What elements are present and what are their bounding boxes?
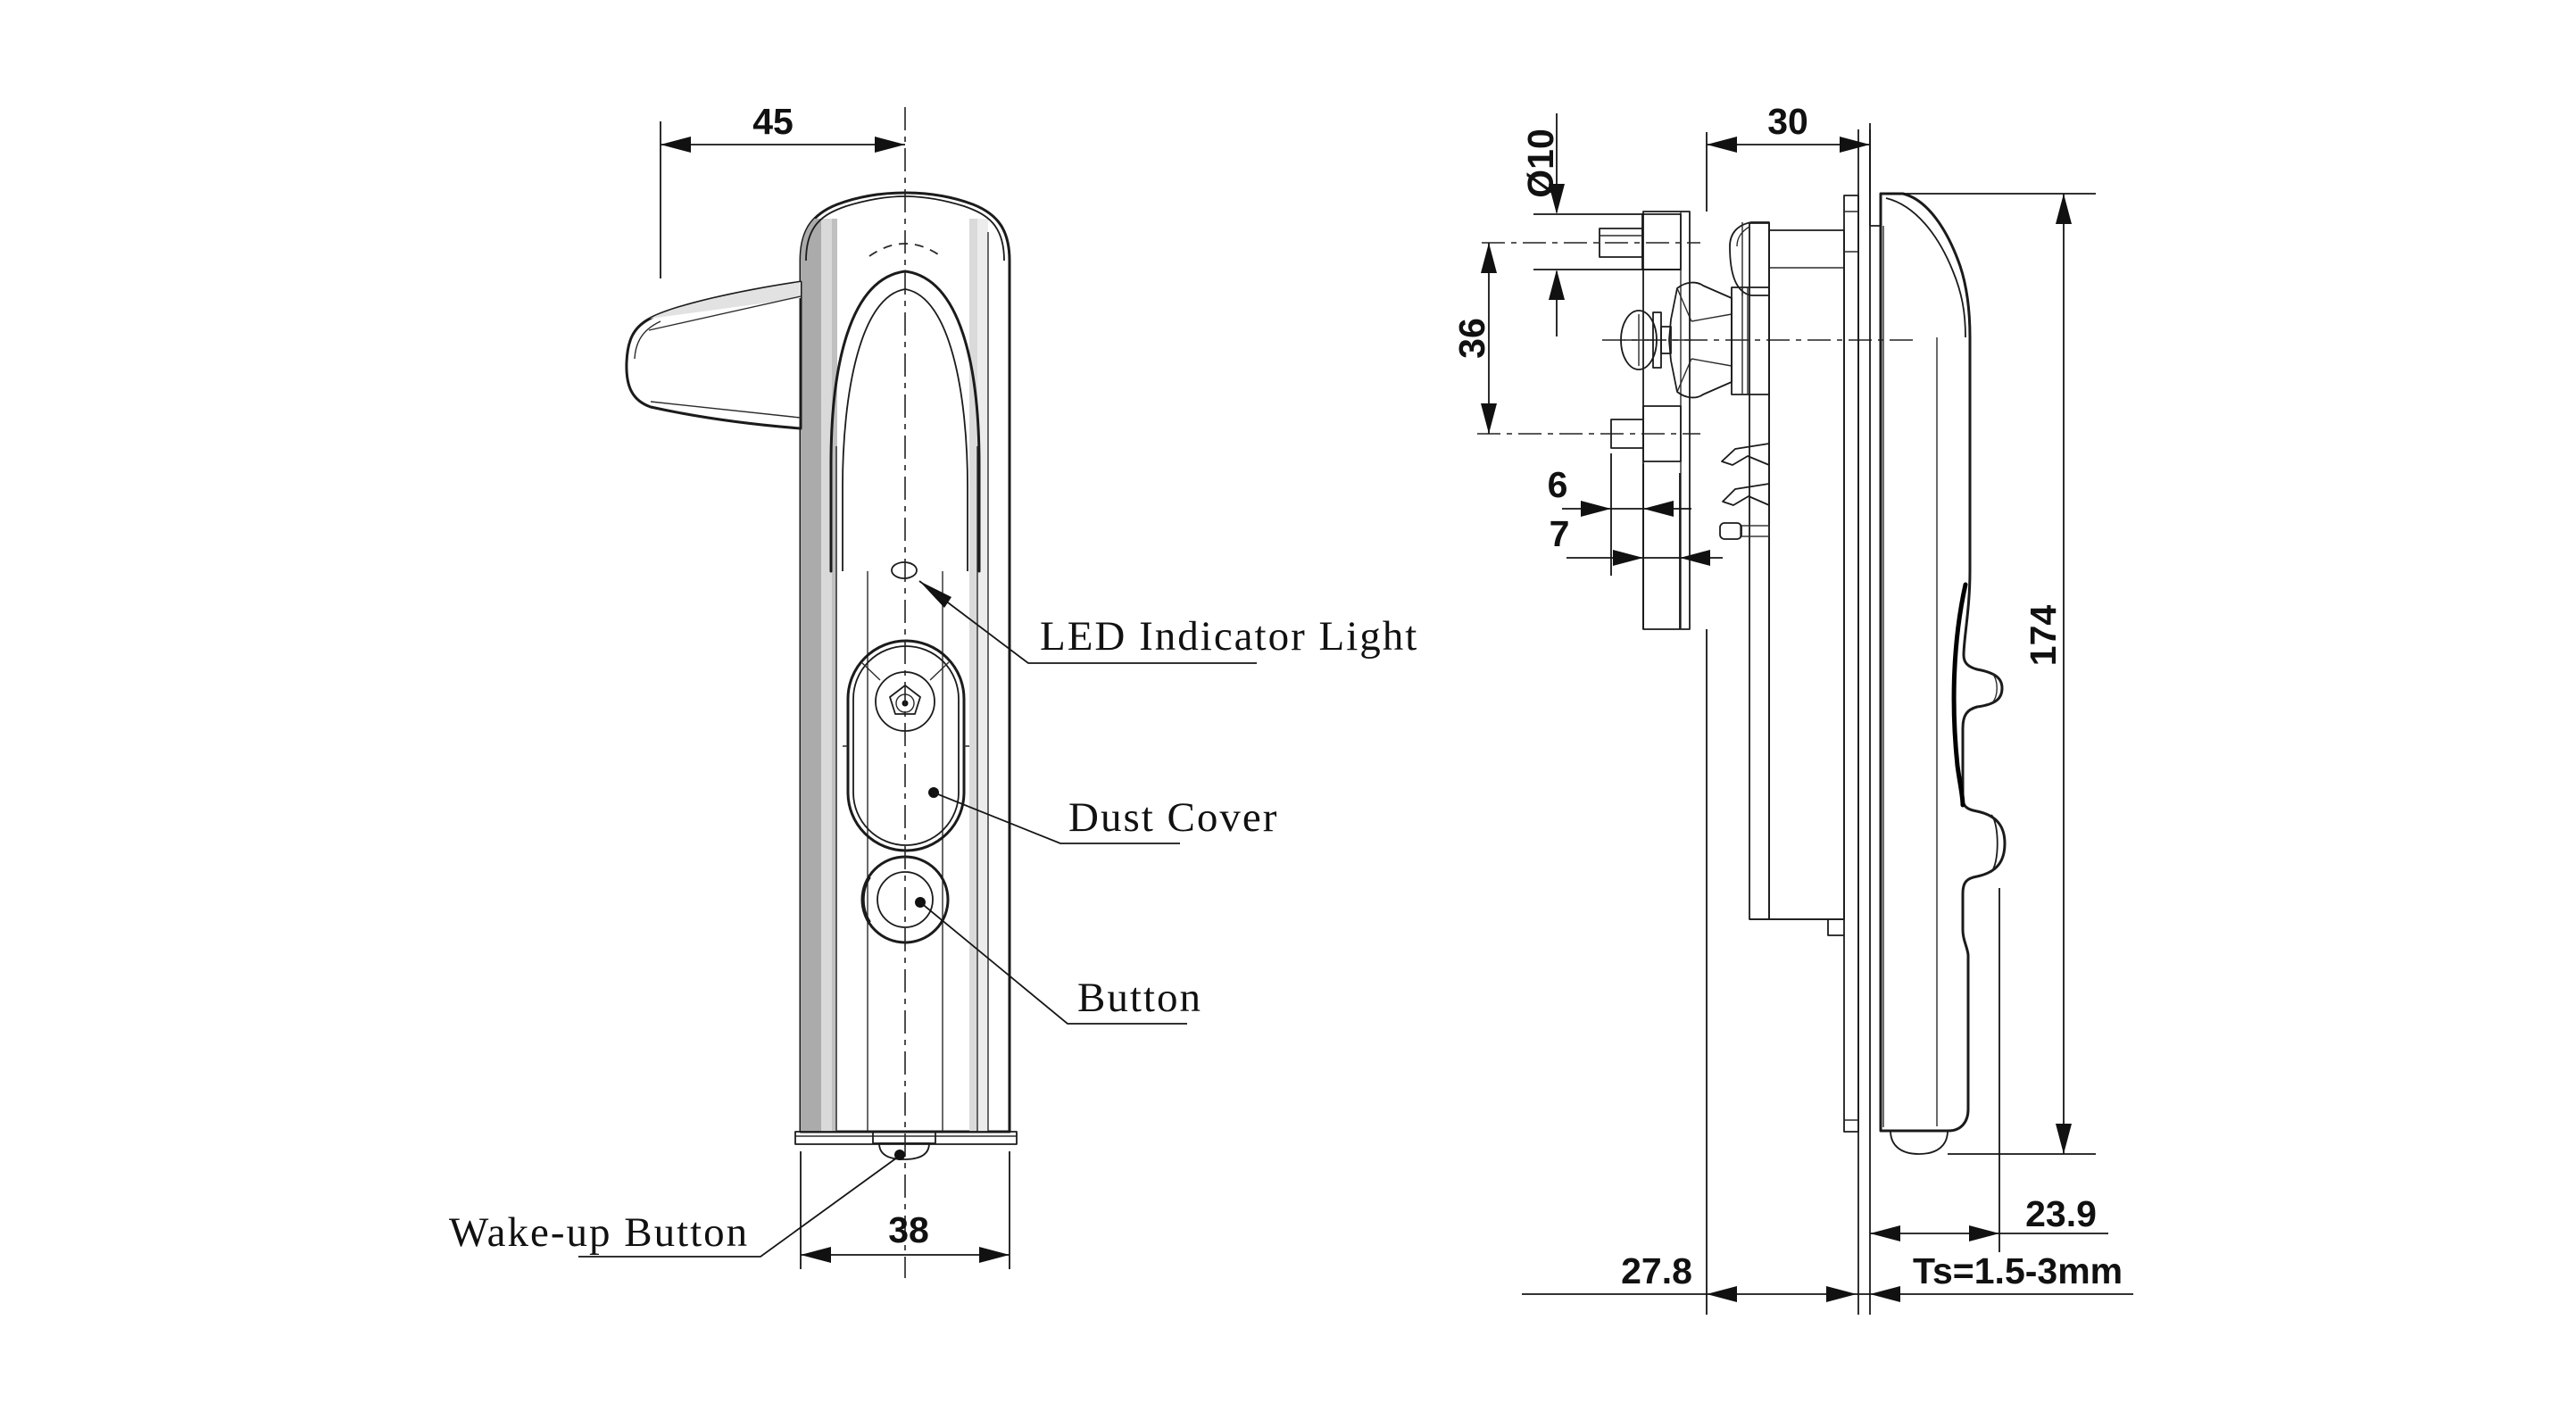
dim-10: Ø10 [1520,129,1561,198]
clamp-flange [1843,195,1859,1133]
mounting-clip-upper [1721,443,1770,466]
dim-174: 174 [2023,605,2064,667]
dim-23-9: 23.9 [2025,1193,2097,1234]
wake-up-button [878,1142,930,1160]
locating-pin [1719,522,1742,540]
label-led: LED Indicator Light [1040,613,1418,660]
front-dimensions: 45 38 LED Indicator Light Dust Cover But… [449,101,1418,1269]
dim-6: 6 [1548,464,1568,505]
mounting-bracket [1642,211,1691,630]
cam-screw-head [1620,310,1658,370]
mounting-stud-top [1599,228,1643,258]
cam-wing [1668,281,1733,399]
dim-38: 38 [888,1209,929,1250]
housing-side [1879,192,2007,1133]
front-view [625,107,1018,1278]
dim-36: 36 [1451,318,1492,359]
cam-cylinder [1731,286,1770,395]
side-view [1477,129,2007,1315]
label-button: Button [1077,975,1202,1021]
bottom-plate [794,1131,1018,1145]
dim-7: 7 [1550,513,1570,554]
dim-panel-thickness: Ts=1.5-3mm [1913,1250,2123,1291]
dim-45: 45 [752,101,794,142]
rear-housing-block [1768,229,1845,920]
side-dimensions: 30 Ø10 36 6 7 174 23.9 [1451,101,2133,1315]
housing-foot [1890,1130,1949,1155]
dim-27-8: 27.8 [1621,1250,1692,1291]
label-dust-cover: Dust Cover [1068,794,1278,841]
label-wakeup-button: Wake-up Button [449,1209,749,1256]
dim-30: 30 [1767,101,1808,142]
door-panel [1857,129,1871,1315]
mounting-clip-lower [1722,483,1770,506]
led-indicator [891,561,918,579]
